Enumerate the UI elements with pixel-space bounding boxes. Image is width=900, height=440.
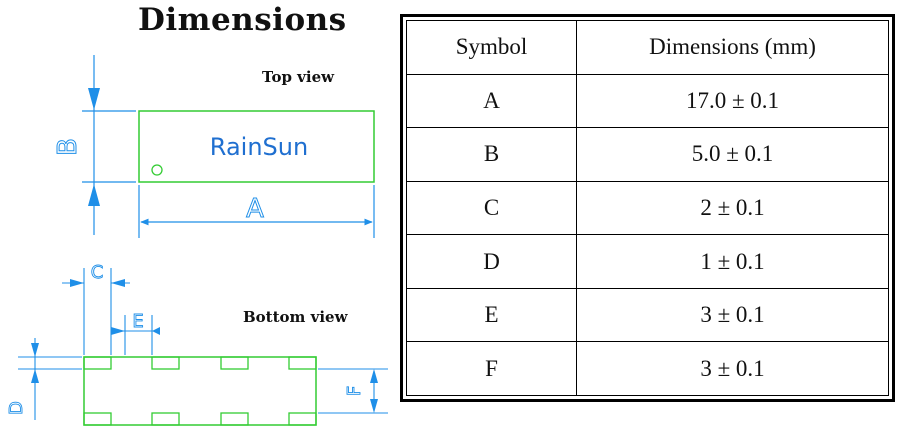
arrow-e-left xyxy=(111,327,125,335)
table-row: B 5.0 ± 0.1 xyxy=(406,127,889,182)
dim-label-e: E xyxy=(132,311,143,332)
table-header-row: Symbol Dimensions (mm) xyxy=(406,20,889,75)
table-row: D 1 ± 0.1 xyxy=(406,234,889,289)
cell-value: 2 ± 0.1 xyxy=(576,180,889,236)
pad-row-bottom xyxy=(83,412,317,426)
header-dimensions: Dimensions (mm) xyxy=(576,20,889,75)
arrow-d-top xyxy=(31,343,39,357)
dim-label-a: A xyxy=(246,194,264,224)
arrow-d-bottom xyxy=(31,369,39,383)
dim-label-b: B xyxy=(53,138,83,156)
cell-value: 3 ± 0.1 xyxy=(576,341,889,396)
brand-logo-text: RainSun xyxy=(210,133,308,161)
bottom-view-label: Bottom view xyxy=(243,308,349,326)
cell-value: 3 ± 0.1 xyxy=(576,287,889,343)
arrow-b-top xyxy=(88,88,100,110)
cell-symbol: C xyxy=(406,180,577,236)
top-view-outline xyxy=(138,110,375,183)
arrow-b-bottom xyxy=(88,184,100,206)
cell-symbol: F xyxy=(406,341,577,396)
dimensions-table: Symbol Dimensions (mm) A 17.0 ± 0.1 B 5.… xyxy=(406,20,889,396)
bottom-view-outline xyxy=(83,356,317,426)
top-view-label: Top view xyxy=(262,68,335,86)
arrow-f-bottom xyxy=(370,399,378,413)
dimensions-table-frame: Symbol Dimensions (mm) A 17.0 ± 0.1 B 5.… xyxy=(400,14,895,402)
table-row: A 17.0 ± 0.1 xyxy=(406,73,889,129)
dimension-a xyxy=(138,185,375,238)
cell-symbol: E xyxy=(406,287,577,343)
arrow-e-right xyxy=(152,327,160,335)
cell-symbol: D xyxy=(406,234,577,289)
pad-row-top xyxy=(83,356,317,370)
table-row: C 2 ± 0.1 xyxy=(406,180,889,236)
pin1-marker xyxy=(151,164,163,176)
cell-symbol: B xyxy=(406,127,577,182)
header-symbol: Symbol xyxy=(406,20,577,75)
dim-label-c: C xyxy=(91,262,104,283)
dimension-d xyxy=(18,338,82,420)
cell-symbol: A xyxy=(406,73,577,129)
dim-label-d: D xyxy=(6,401,27,415)
page-title: Dimensions xyxy=(138,2,347,38)
dimension-b xyxy=(82,55,136,235)
dimension-drawing: Top view RainSun B A Bottom view xyxy=(6,55,388,426)
arrow-c-left xyxy=(70,279,84,287)
table-row: E 3 ± 0.1 xyxy=(406,287,889,343)
cell-value: 1 ± 0.1 xyxy=(576,234,889,289)
table-row: F 3 ± 0.1 xyxy=(406,341,889,396)
cell-value: 5.0 ± 0.1 xyxy=(576,127,889,182)
dim-label-f: F xyxy=(344,386,365,396)
cell-value: 17.0 ± 0.1 xyxy=(576,73,889,129)
arrow-c-right xyxy=(111,279,125,287)
arrow-f-top xyxy=(370,369,378,383)
